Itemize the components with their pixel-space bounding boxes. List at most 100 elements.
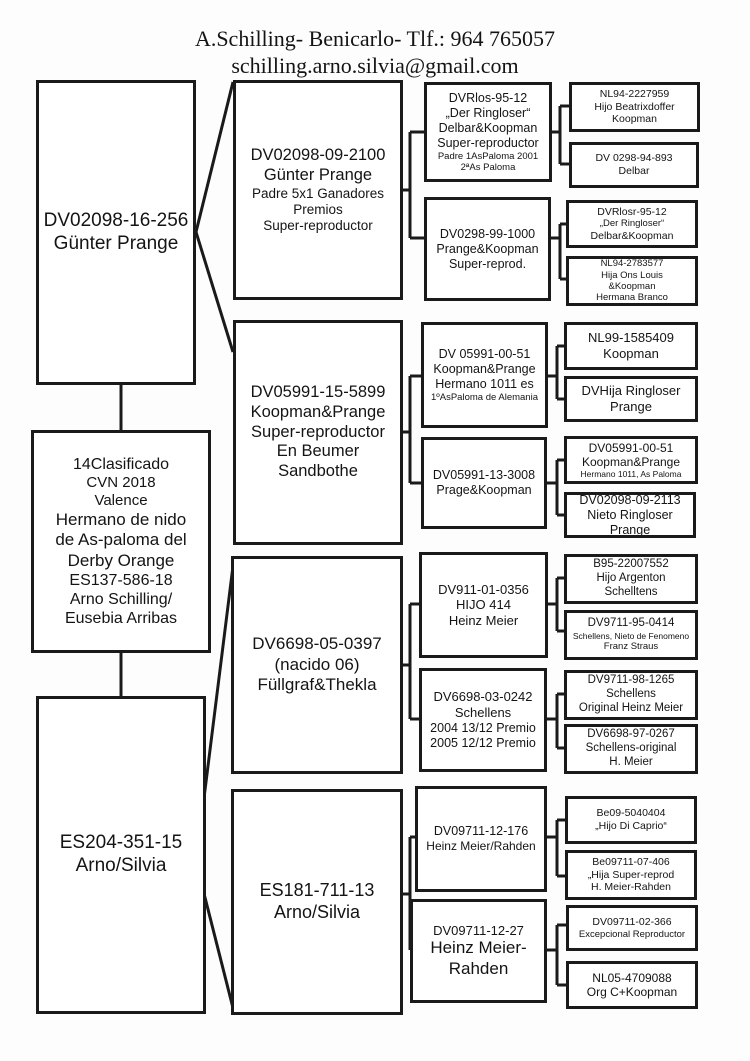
pedigree-line: Schellens — [454, 705, 512, 720]
grandparent-box: DV09711-12-27 Heinz Meier- Rahden — [410, 899, 547, 1003]
great-grandparent-box: DV05991-00-51 Koopman&Prange Hermano 101… — [564, 436, 698, 484]
info-line: CVN 2018 — [86, 473, 156, 491]
ring-number: DV05991-15-5899 — [250, 383, 386, 401]
ring-number: Be09-5040404 — [596, 807, 666, 820]
pedigree-line: Koopman&Prange — [433, 361, 536, 376]
ring-number: DV6698-03-0242 — [433, 689, 533, 705]
grandparent-box: DV09711-12-176 Heinz Meier/Rahden — [415, 786, 547, 892]
pedigree-line: 2004 13/12 Premio — [430, 720, 536, 735]
info-line: ES137-586-18 — [69, 571, 173, 589]
pedigree-line: Super-reproductor — [437, 135, 539, 150]
pedigree-line: Sandbothe — [278, 462, 358, 481]
pedigree-line: 2005 12/12 Premio — [430, 735, 536, 750]
grandparent-box: DVRlos-95-12 „Der Ringloser“ Delbar&Koop… — [424, 82, 552, 182]
ring-number: NL05-4709088 — [592, 970, 672, 985]
breeder-name-phone: A.Schilling- Benicarlo- Tlf.: 964 765057 — [194, 26, 556, 51]
ring-number: ES181-711-13 — [259, 880, 375, 901]
great-grandparent-box: Be09711-07-406 „Hija Super-reprod H. Mei… — [565, 850, 697, 900]
pedigree-line: Heinz Meier — [448, 612, 519, 628]
grandparent-box: DV911-01-0356 HIJO 414 Heinz Meier — [419, 552, 548, 658]
info-line: Derby Orange — [67, 550, 175, 570]
pedigree-line: Hermano 1011 es — [435, 376, 534, 391]
pedigree-line: Delbar — [618, 165, 650, 177]
pedigree-line: Koopman&Prange — [250, 402, 386, 421]
pedigree-line: En Beumer — [276, 442, 360, 461]
pedigree-line: „Der Ringloser“ — [599, 218, 665, 230]
breeder-email: schilling.arno.silvia@gmail.com — [231, 53, 519, 78]
parent-box: DV05991-15-5899 Koopman&Prange Super-rep… — [233, 320, 403, 545]
info-line: de As-paloma del — [55, 530, 187, 550]
pedigree-line: Org C+Koopman — [586, 985, 678, 999]
pedigree-line: Prage&Koopman — [436, 483, 532, 497]
pedigree-line: „Der Ringloser“ — [445, 105, 531, 120]
ring-number: B95-22007552 — [593, 558, 669, 571]
pedigree-line: Hermano 1011, As Paloma — [580, 469, 682, 480]
sire-box: DV02098-16-256 Günter Prange — [36, 80, 196, 385]
ring-number: DV09711-02-366 — [592, 916, 672, 928]
info-line: Eusebia Arribas — [64, 610, 178, 628]
pedigree-line: Hija Ons Louis — [601, 269, 663, 281]
ring-number: DV6698-05-0397 — [252, 634, 382, 654]
ring-number: DV09711-12-27 — [433, 922, 524, 938]
pedigree-line: H. Meier-Rahden — [591, 881, 671, 894]
pedigree-line: Delbar&Koopman — [438, 120, 538, 135]
pedigree-line: Koopman — [612, 113, 657, 126]
great-grandparent-box: NL99-1585409 Koopman — [564, 322, 698, 370]
parent-box: ES181-711-13 Arno/Silvia — [231, 789, 403, 1015]
pedigree-line: Heinz Meier/Rahden — [426, 839, 536, 854]
ring-number: DV02098-09-2113 — [579, 492, 681, 507]
ring-number: DV05991-00-51 — [588, 440, 674, 455]
ring-number: Be09711-07-406 — [592, 856, 670, 869]
great-grandparent-box: DV02098-09-2113 Nieto Ringloser Prange — [564, 492, 696, 538]
pedigree-line: Nieto Ringloser — [587, 507, 673, 522]
ring-number: DVRlosr-95-12 — [597, 205, 667, 218]
ring-number: DV9711-95-0414 — [587, 617, 675, 630]
pedigree-line: Heinz Meier- — [430, 938, 527, 958]
pedigree-line: H. Meier — [609, 755, 653, 768]
ring-number: DV05991-13-3008 — [432, 468, 536, 482]
pedigree-line: Padre 5x1 Ganadores — [251, 185, 385, 201]
ring-number: NL94-2227959 — [599, 88, 670, 101]
pedigree-line: Super-reproductor — [263, 217, 373, 233]
pedigree-line: Schellens, Nieto de Fenomeno — [572, 631, 690, 642]
ring-number: DV09711-12-176 — [433, 824, 529, 839]
pedigree-line: Prange — [609, 522, 651, 537]
great-grandparent-box: B95-22007552 Hijo Argenton Schelltens — [564, 554, 698, 604]
pedigree-line: Delbar&Koopman — [590, 229, 674, 242]
great-grandparent-box: DV09711-02-366 Excepcional Reproductor — [566, 905, 698, 951]
pedigree-line: Super-reprod. — [448, 256, 527, 271]
pedigree-line: 2ªAs Paloma — [460, 162, 516, 173]
pedigree-line: Schellens — [606, 688, 656, 701]
great-grandparent-box: Be09-5040404 „Hijo Di Caprio“ — [565, 796, 697, 844]
ring-number: NL99-1585409 — [587, 330, 675, 346]
dam-owner: Arno/Silvia — [75, 855, 167, 876]
ring-number: DVHija Ringloser — [581, 383, 681, 399]
dam-ring: ES204-351-15 — [59, 832, 183, 854]
ring-number: DV0298-99-1000 — [439, 226, 536, 241]
ring-number: DV6698-97-0267 — [587, 728, 675, 741]
pedigree-line: Koopman — [603, 346, 659, 361]
parent-box: DV6698-05-0397 (nacido 06) Füllgraf&Thek… — [231, 556, 403, 774]
ring-number: DV02098-09-2100 — [250, 145, 386, 164]
grandparent-box: DV6698-03-0242 Schellens 2004 13/12 Prem… — [419, 668, 547, 772]
pigeon-info-box: 14Clasificado CVN 2018 Valence Hermano d… — [31, 430, 211, 653]
info-line: Hermano de nido — [55, 509, 187, 529]
ring-number: DV 0298-94-893 — [595, 152, 673, 165]
pedigree-line: Premios — [293, 201, 343, 217]
pedigree-line: Original Heinz Meier — [578, 701, 684, 714]
parent-box: DV02098-09-2100 Günter Prange Padre 5x1 … — [233, 80, 403, 300]
pedigree-line: &Koopman — [608, 281, 656, 292]
pedigree-line: Günter Prange — [263, 165, 373, 184]
pedigree-line: Arno/Silvia — [273, 902, 361, 922]
great-grandparent-box: DV9711-98-1265 Schellens Original Heinz … — [564, 670, 698, 720]
pedigree-line: Schellens-original — [585, 742, 677, 755]
great-grandparent-box: DV 0298-94-893 Delbar — [569, 142, 699, 188]
sire-ring: DV02098-16-256 — [43, 209, 189, 231]
grandparent-box: DV 05991-00-51 Koopman&Prange Hermano 10… — [421, 322, 548, 428]
pedigree-line: HIJO 414 — [456, 597, 511, 613]
pedigree-line: 1ºAsPaloma de Alemania — [431, 391, 538, 403]
pedigree-line: Franz Straus — [603, 641, 659, 653]
info-line: 14Clasificado — [72, 455, 170, 473]
grandparent-box: DV0298-99-1000 Prange&Koopman Super-repr… — [424, 197, 551, 301]
pedigree-line: Padre 1AsPaloma 2001 — [437, 150, 539, 162]
